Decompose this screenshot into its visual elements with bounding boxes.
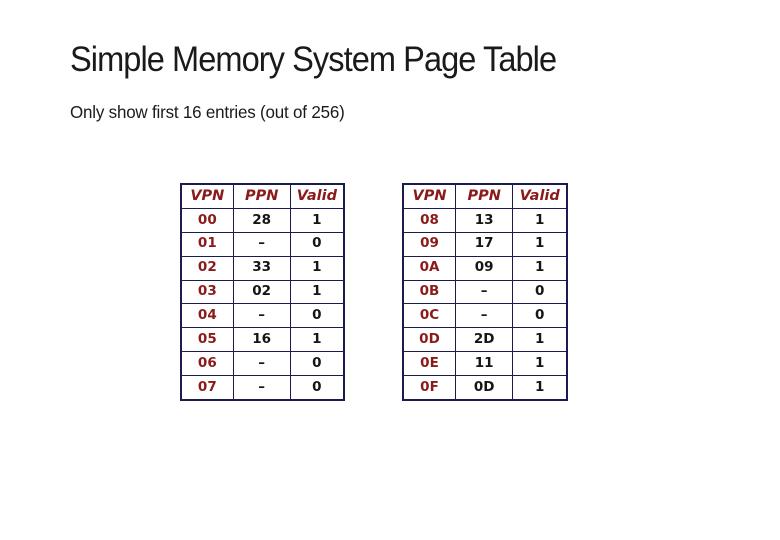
vpn-cell: 05: [180, 327, 234, 353]
valid-cell: 0: [512, 279, 568, 305]
ppn-cell: 13: [454, 207, 514, 233]
valid-cell: 0: [289, 375, 345, 401]
page-table-row: 0B–0: [402, 279, 568, 305]
valid-cell: 1: [512, 375, 568, 401]
ppn-cell: –: [232, 303, 291, 329]
vpn-cell: 0D: [402, 327, 456, 353]
ppn-cell: 11: [454, 351, 514, 377]
ppn-cell: –: [232, 351, 291, 377]
valid-cell: 1: [512, 327, 568, 353]
valid-cell: 1: [512, 351, 568, 377]
vpn-cell: 0F: [402, 375, 456, 401]
page-table-row: 01–0: [180, 231, 345, 257]
column-header-ppn: PPN: [232, 183, 291, 209]
vpn-cell: 0A: [402, 255, 456, 281]
page-title: Simple Memory System Page Table: [70, 40, 557, 79]
ppn-cell: 33: [232, 255, 291, 281]
ppn-cell: –: [454, 279, 514, 305]
page-table-row: 06–0: [180, 351, 345, 377]
valid-cell: 1: [512, 207, 568, 233]
vpn-cell: 0B: [402, 279, 456, 305]
ppn-cell: –: [454, 303, 514, 329]
page-table-row: 0C–0: [402, 303, 568, 329]
valid-cell: 1: [289, 279, 345, 305]
vpn-cell: 06: [180, 351, 234, 377]
valid-cell: 1: [289, 255, 345, 281]
page-table-row: 04–0: [180, 303, 345, 329]
vpn-cell: 09: [402, 231, 456, 257]
valid-cell: 1: [512, 255, 568, 281]
column-header-ppn: PPN: [454, 183, 514, 209]
valid-cell: 0: [289, 303, 345, 329]
valid-cell: 0: [512, 303, 568, 329]
ppn-cell: 16: [232, 327, 291, 353]
vpn-cell: 0E: [402, 351, 456, 377]
valid-cell: 0: [289, 351, 345, 377]
vpn-cell: 04: [180, 303, 234, 329]
vpn-cell: 0C: [402, 303, 456, 329]
ppn-cell: 2D: [454, 327, 514, 353]
valid-cell: 1: [512, 231, 568, 257]
vpn-cell: 07: [180, 375, 234, 401]
ppn-cell: 17: [454, 231, 514, 257]
ppn-cell: 09: [454, 255, 514, 281]
ppn-cell: 0D: [454, 375, 514, 401]
valid-cell: 1: [289, 207, 345, 233]
ppn-cell: –: [232, 231, 291, 257]
column-header-valid: Valid: [289, 183, 345, 209]
column-header-vpn: VPN: [180, 183, 234, 209]
column-header-vpn: VPN: [402, 183, 456, 209]
valid-cell: 1: [289, 327, 345, 353]
valid-cell: 0: [289, 231, 345, 257]
vpn-cell: 00: [180, 207, 234, 233]
page-table-row: 07–0: [180, 375, 345, 401]
vpn-cell: 03: [180, 279, 234, 305]
column-header-valid: Valid: [512, 183, 568, 209]
vpn-cell: 01: [180, 231, 234, 257]
vpn-cell: 02: [180, 255, 234, 281]
ppn-cell: 02: [232, 279, 291, 305]
ppn-cell: –: [232, 375, 291, 401]
vpn-cell: 08: [402, 207, 456, 233]
slide-subtitle: Only show first 16 entries (out of 256): [70, 102, 345, 122]
ppn-cell: 28: [232, 207, 291, 233]
